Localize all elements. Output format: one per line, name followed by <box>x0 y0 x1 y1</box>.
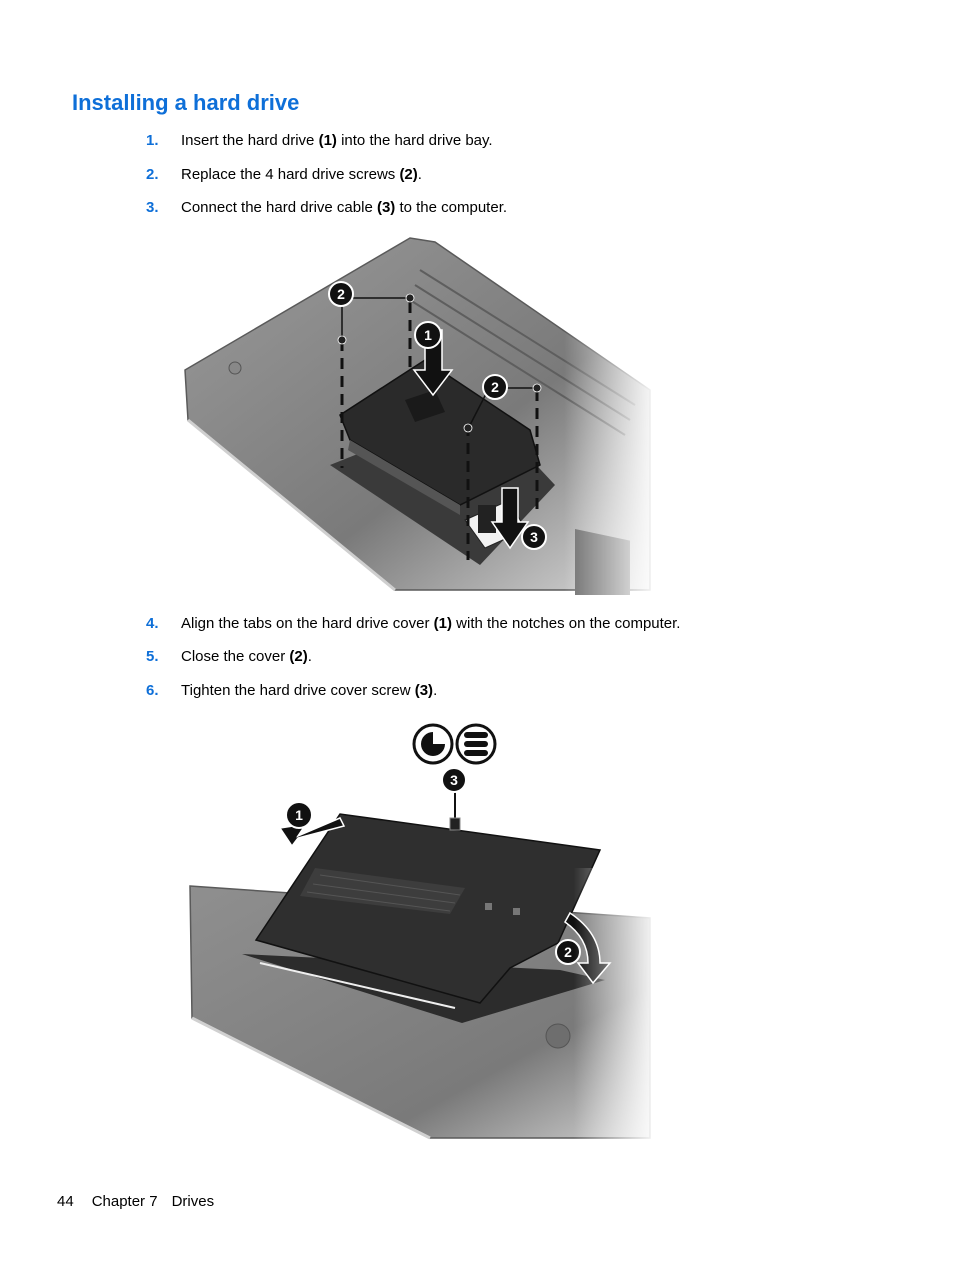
page-heading: Installing a hard drive <box>72 90 300 115</box>
step-item: 4. Align the tabs on the hard drive cover… <box>146 614 680 634</box>
step-number: 2. <box>146 166 159 183</box>
callout-label: 1 <box>295 807 303 823</box>
screwdriver-icon <box>412 723 454 765</box>
step-callout: (3) <box>414 682 434 699</box>
step-number: 4. <box>146 615 159 632</box>
step-number: 6. <box>146 682 159 699</box>
step-callout: (1) <box>318 132 337 149</box>
step-text-end: . <box>307 648 312 665</box>
step-item: 2. Replace the 4 hard drive screws (2). <box>146 165 422 185</box>
step-text: Tighten the hard drive cover screw <box>181 682 415 699</box>
step-item: 5. Close the cover (2). <box>146 647 312 667</box>
step-text-end: . <box>417 166 422 183</box>
step-text: Close the cover <box>181 648 290 665</box>
callout-label: 3 <box>450 772 458 788</box>
step-callout: (2) <box>289 648 308 665</box>
step-text: Replace the 4 hard drive screws <box>181 166 400 183</box>
step-item: 6. Tighten the hard drive cover screw (3)… <box>146 681 437 701</box>
step-callout: (3) <box>376 199 396 216</box>
hard-drive-install-illustration: 2 1 2 3 <box>180 230 660 595</box>
step-number: 1. <box>146 132 159 149</box>
step-text: Connect the hard drive cable <box>181 199 377 216</box>
page-number: 44 <box>57 1193 74 1210</box>
hard-drive-icon <box>455 723 497 765</box>
step-text-end: with the notches on the computer. <box>452 615 681 632</box>
step-callout: (2) <box>399 166 418 183</box>
step-callout: (1) <box>433 615 452 632</box>
step-number: 3. <box>146 199 159 216</box>
step-text-end: . <box>433 682 438 699</box>
step-text: Align the tabs on the hard drive cover <box>181 615 434 632</box>
step-text-end: to the computer. <box>395 199 508 216</box>
step-item: 1. Insert the hard drive (1) into the har… <box>146 131 493 151</box>
section-label: Drives <box>171 1193 215 1210</box>
step-text-end: into the hard drive bay. <box>336 132 493 149</box>
page-footer: 44 Chapter 7 Drives <box>57 1192 232 1212</box>
step-text: Insert the hard drive <box>181 132 319 149</box>
step-item: 3. Connect the hard drive cable (3) to th… <box>146 198 507 218</box>
chapter-label: Chapter 7 <box>91 1193 158 1210</box>
step-number: 5. <box>146 648 159 665</box>
hard-drive-cover-illustration: 3 1 2 <box>180 723 660 1148</box>
